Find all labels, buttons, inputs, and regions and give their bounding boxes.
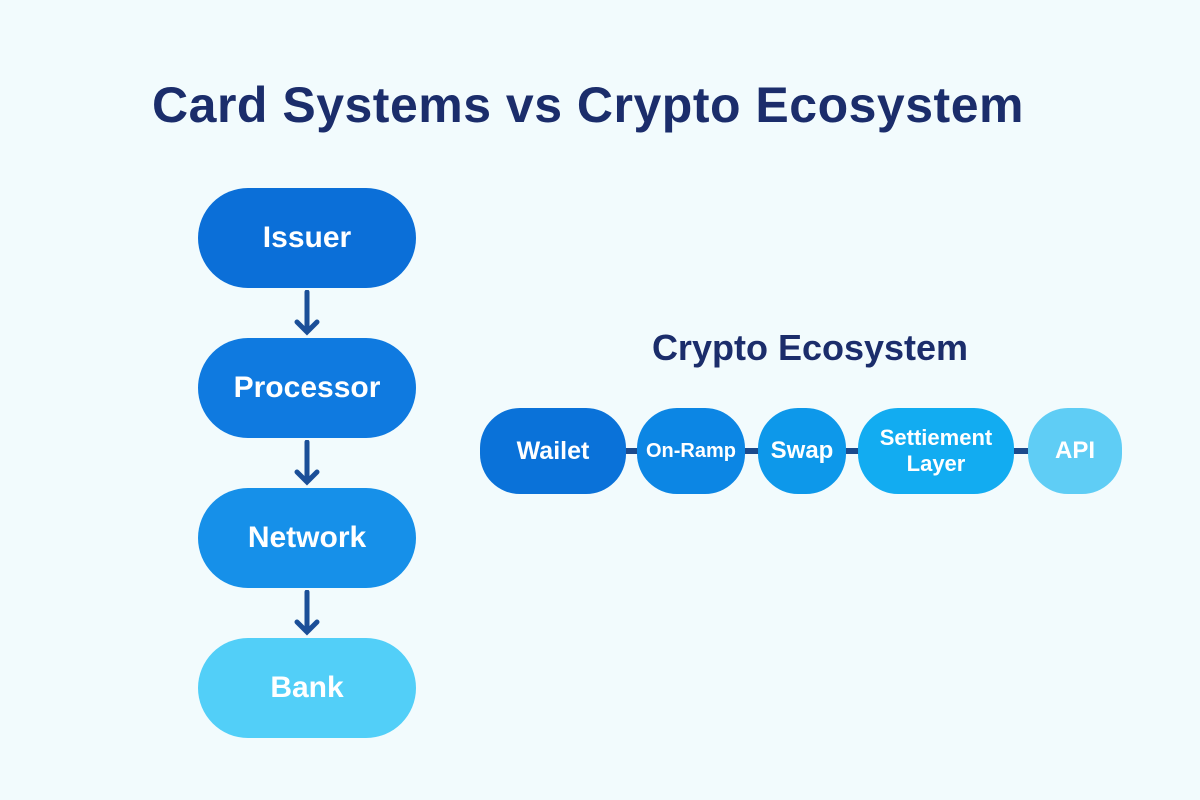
- node-settlement-layer: Settiement Layer: [858, 408, 1014, 494]
- connector: [620, 448, 644, 454]
- node-wallet: Wailet: [480, 408, 626, 494]
- connector: [740, 448, 764, 454]
- node-bank: Bank: [198, 638, 416, 738]
- connector: [1008, 448, 1034, 454]
- node-api: API: [1028, 408, 1122, 494]
- node-swap: Swap: [758, 408, 846, 494]
- arrow-down-icon: [294, 290, 320, 336]
- node-network: Network: [198, 488, 416, 588]
- node-issuer: Issuer: [198, 188, 416, 288]
- arrow-down-icon: [294, 440, 320, 486]
- crypto-heading: Crypto Ecosystem: [651, 327, 969, 368]
- node-processor: Processor: [198, 338, 416, 438]
- arrow-down-icon: [294, 590, 320, 636]
- connector: [840, 448, 864, 454]
- node-on-ramp: On-Ramp: [637, 408, 745, 494]
- page-title: Card Systems vs Crypto Ecosystem: [152, 77, 1024, 133]
